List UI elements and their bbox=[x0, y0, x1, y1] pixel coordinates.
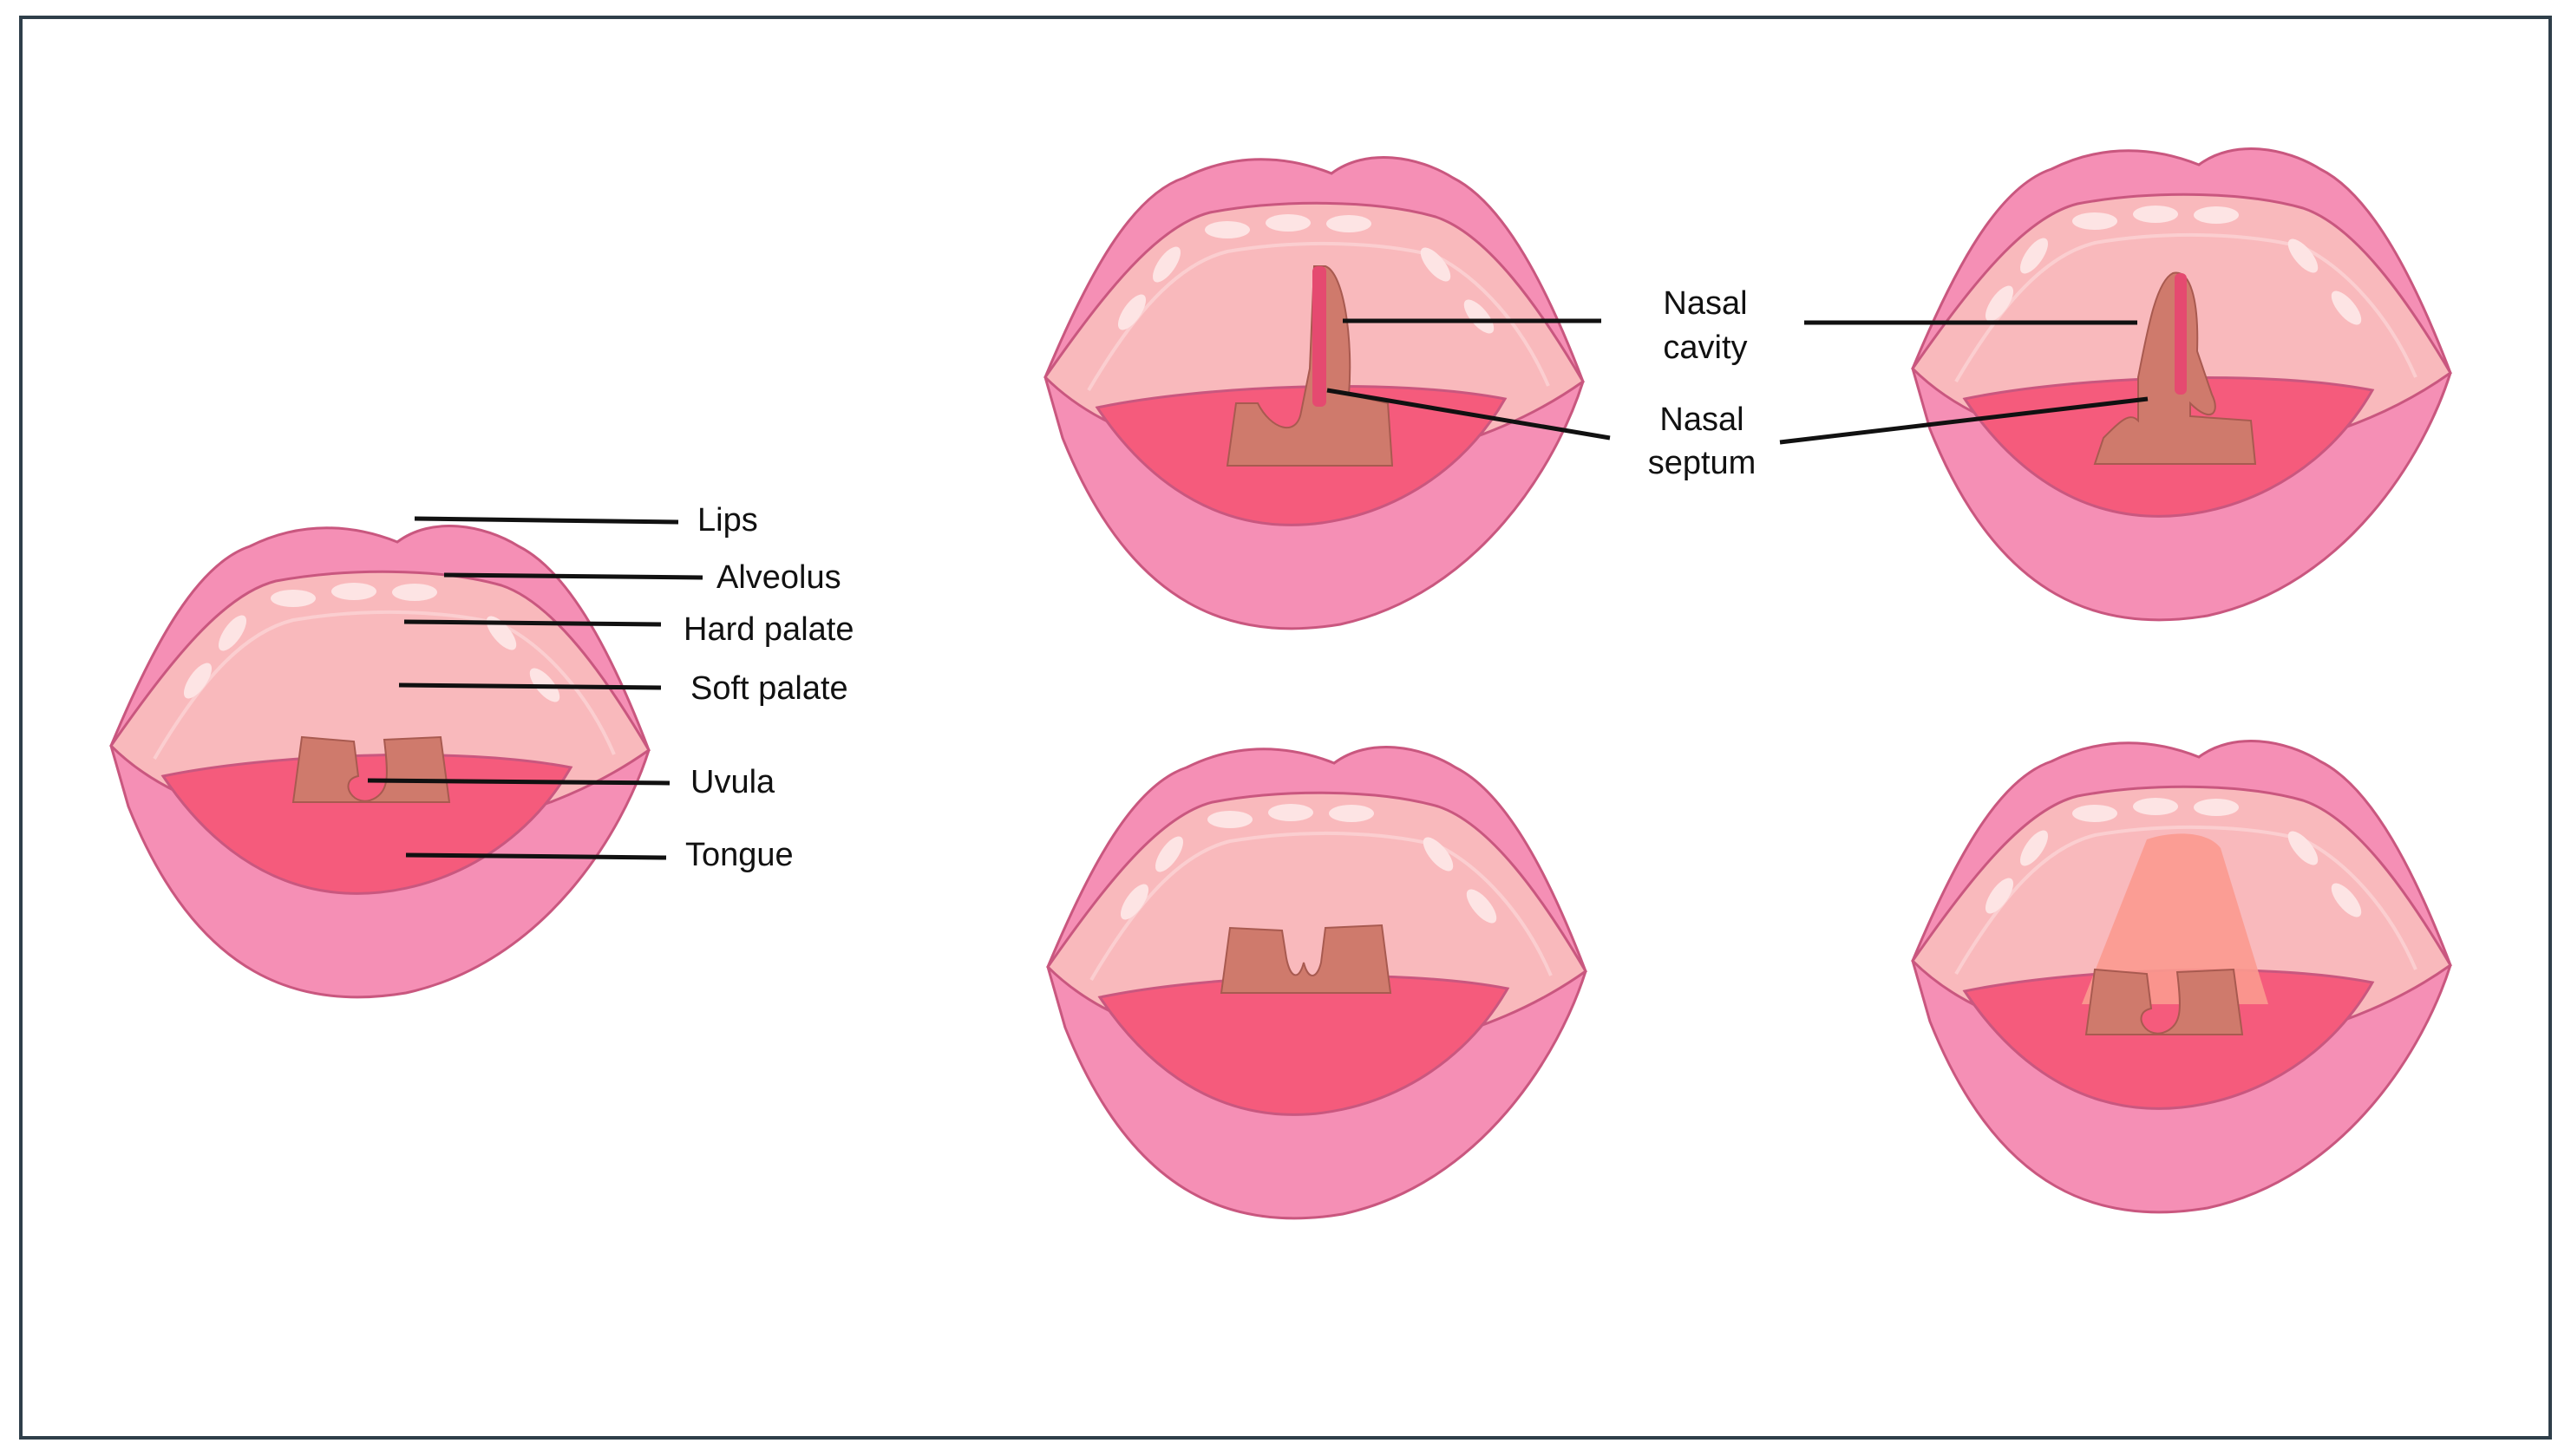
label-uvula: Uvula bbox=[690, 764, 775, 800]
mouth-submucous-cleft bbox=[1913, 741, 2450, 1211]
labeled-mouth bbox=[111, 526, 649, 996]
label-nasal-cavity-1: Nasal bbox=[1663, 285, 1747, 322]
mouth-cleft-unilateral-a bbox=[1045, 157, 1583, 628]
mouth-cleft-unilateral-b bbox=[1913, 148, 2450, 619]
label-nasal-cavity-2: cavity bbox=[1663, 330, 1747, 366]
nasal-septum-strip bbox=[1312, 266, 1326, 407]
leader-line-soft-palate bbox=[399, 685, 661, 688]
label-tongue: Tongue bbox=[685, 837, 794, 873]
label-hard-palate: Hard palate bbox=[684, 611, 854, 648]
label-alveolus: Alveolus bbox=[716, 559, 841, 596]
leader-line-tongue bbox=[406, 855, 666, 858]
nasal-septum-strip bbox=[2175, 273, 2187, 395]
leader-line-alveolus bbox=[444, 575, 703, 578]
leader-line-lips bbox=[415, 519, 678, 522]
label-nasal-septum-2: septum bbox=[1648, 445, 1757, 481]
label-soft-palate: Soft palate bbox=[690, 670, 848, 707]
leader-line-hard-palate bbox=[404, 622, 661, 624]
mouth-bifid-uvula bbox=[1048, 747, 1586, 1218]
label-lips: Lips bbox=[697, 502, 758, 539]
label-nasal-septum-1: Nasal bbox=[1659, 402, 1743, 438]
leader-line-uvula bbox=[368, 780, 670, 783]
